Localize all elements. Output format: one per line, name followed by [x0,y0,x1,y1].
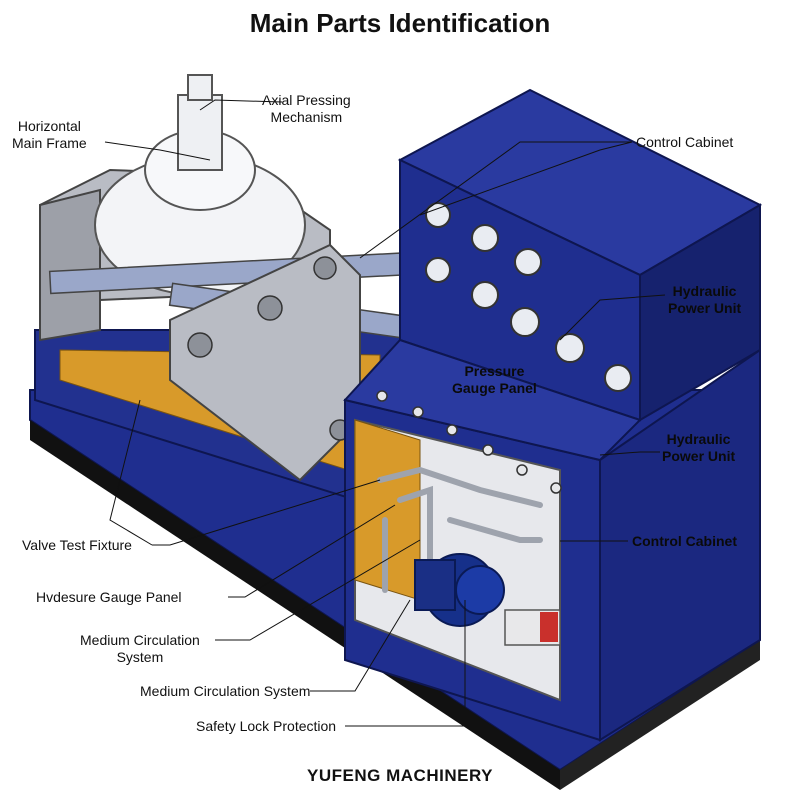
label-hydraulic-top-line-1: Hydraulic [672,283,737,299]
label-medium-circulation-1-line-2: System [116,649,164,665]
label-control-cabinet-bottom: Control Cabinet [632,533,737,549]
leader-lines [104,99,666,727]
pump-housing [414,559,456,611]
label-pressure-gauge-line-2: Gauge Panel [452,380,537,396]
label-hydraulic-mid-line-2: Power Unit [662,448,736,464]
clamp-bolt-3 [313,256,337,280]
label-axial-pressing-line-2: Mechanism [270,109,343,125]
pipework [377,466,543,593]
label-horizontal-frame-line-1: Horizontal [17,118,81,134]
ledge-valve-4 [482,444,494,456]
cabinet-top-lower [343,338,642,462]
gauges [425,202,632,392]
brand-footer: YUFENG MACHINERY [307,766,493,785]
leader-hvdesure [228,504,396,598]
gauge-3 [514,248,542,276]
pump-face [455,565,505,615]
leader-cabinet-top-1 [359,141,632,259]
label-pressure-gauge-line-1: Pressure [464,363,525,379]
label-medium-circulation-1-line-1: Medium Circulation [80,632,200,648]
label-axial-pressing: Axial Pressing Mechanism [262,92,351,126]
ledge-valve-6 [550,482,562,494]
label-horizontal-frame-line-2: Main Frame [12,135,87,151]
label-hydraulic-mid-line-1: Hydraulic [666,431,731,447]
label-hvdesure-gauge-panel: Hvdesure Gauge Panel [36,589,182,605]
pipe-3 [447,517,543,543]
gauge-2 [471,224,499,252]
pipe-2 [397,485,433,563]
base-shadow [30,420,560,790]
ledge-valves [376,390,562,494]
base-right-shadow [560,640,760,790]
cabinet-side-lower [599,348,761,742]
gauge-6 [510,307,540,337]
clamp-bolt-2 [257,295,283,321]
label-axial-pressing-line-1: Axial Pressing [262,92,351,108]
label-hydraulic-mid: Hydraulic Power Unit [662,431,735,465]
leader-cabinet-top-2 [419,141,633,216]
leader-valve-fixture [152,479,381,546]
label-hydraulic-top: Hydraulic Power Unit [668,283,741,317]
safety-lock-red [540,612,558,642]
ledge-valve-5 [516,464,528,476]
gauge-5 [471,281,499,309]
leader-valve-fixture-2 [109,399,153,546]
page-title: Main Parts Identification [249,8,551,38]
label-medium-circulation-1: Medium Circulation System [80,632,200,666]
gauge-7 [555,333,585,363]
frame-end-plate [39,188,101,342]
label-safety-lock: Safety Lock Protection [196,718,337,734]
gauge-1 [425,202,451,228]
label-pressure-gauge-panel: Pressure Gauge Panel [452,363,537,397]
gauge-4 [425,257,451,283]
label-medium-circulation-2: Medium Circulation System [140,683,311,699]
leader-hydraulic-top [559,294,666,341]
clamp-bolt-1 [187,332,213,358]
label-valve-test-fixture: Valve Test Fixture [22,537,132,553]
ledge-valve-2 [412,406,424,418]
leader-medium-2 [310,599,411,692]
ledge-valve-3 [446,424,458,436]
ledge-valve-1 [376,390,388,402]
leader-medium-1 [215,539,421,641]
label-control-cabinet-top: Control Cabinet [636,134,734,150]
pipe-1 [377,466,543,508]
leader-horizontal [104,141,211,161]
leader-hydraulic-mid [599,451,660,456]
leader-axial [199,99,283,111]
valve-stem-top [187,74,213,101]
gauge-8 [604,364,632,392]
valve-stem-housing [177,94,223,171]
label-hydraulic-top-line-2: Power Unit [668,300,742,316]
leader-safety [345,600,466,727]
label-horizontal-frame: Horizontal Main Frame [12,118,87,152]
